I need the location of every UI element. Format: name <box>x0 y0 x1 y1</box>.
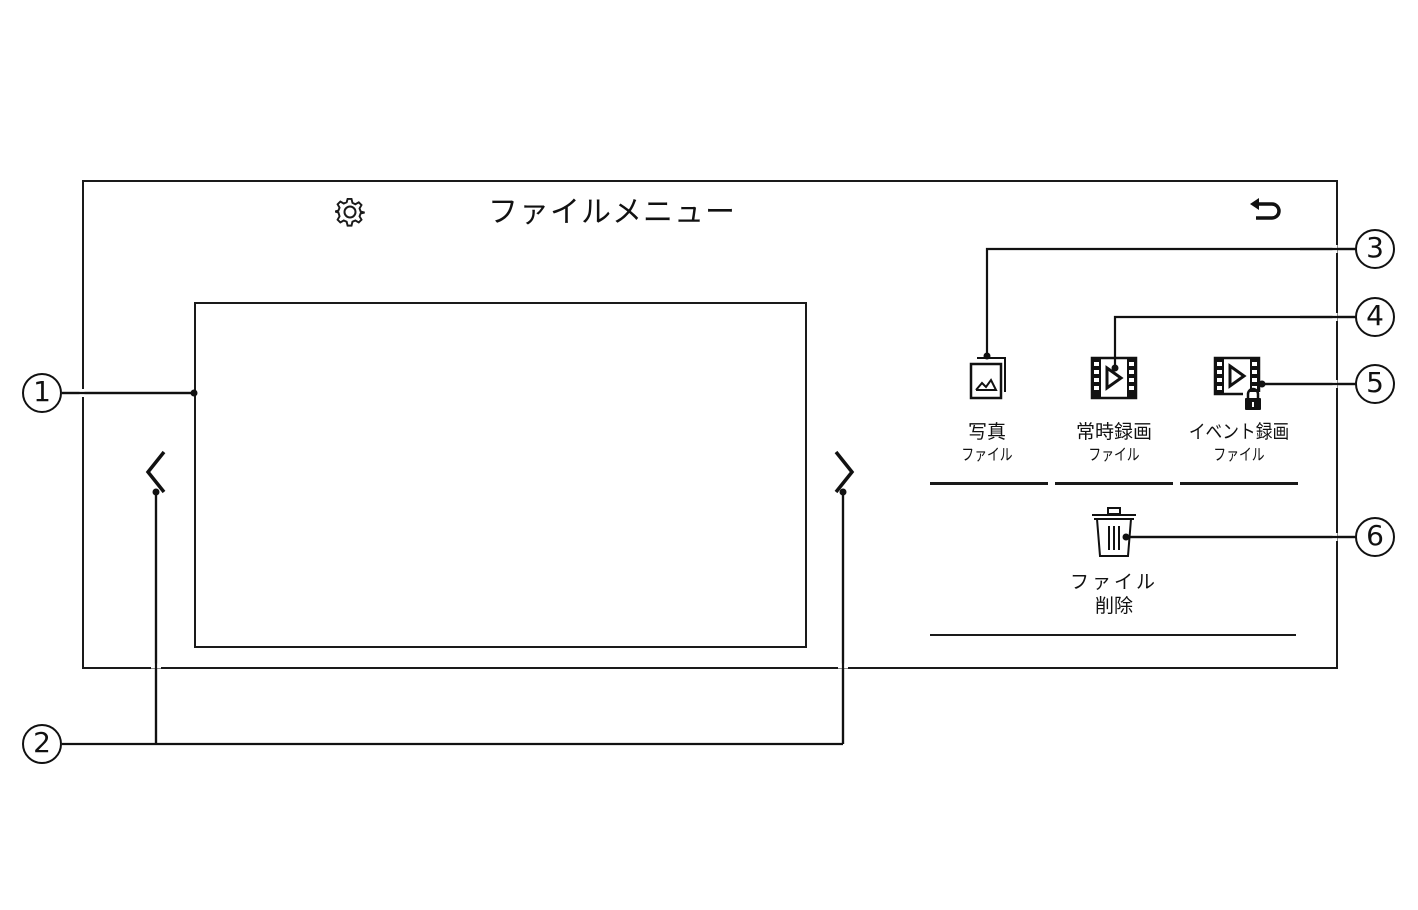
menu-item-label: ファイル <box>1069 571 1158 593</box>
callout-1: 1 <box>22 373 62 413</box>
gear-icon[interactable] <box>331 197 365 227</box>
menu-divider <box>930 482 1048 485</box>
locked-video-file-icon <box>1213 356 1263 410</box>
callout-5: 5 <box>1355 364 1395 404</box>
callout-2: 2 <box>22 724 62 764</box>
video-file-icon <box>1090 356 1138 400</box>
menu-item-label: 常時録画 <box>1075 421 1152 443</box>
screen-frame <box>82 180 1338 669</box>
menu-item-label: 写真 <box>967 421 1006 443</box>
menu-item-event-recording[interactable]: イベント録画 ファイル <box>1180 356 1298 466</box>
menu-item-sublabel: 削除 <box>1094 595 1133 617</box>
menu-divider <box>1180 482 1298 485</box>
chevron-right-icon[interactable] <box>830 450 858 496</box>
callout-3: 3 <box>1355 229 1395 269</box>
preview-area[interactable] <box>194 302 807 648</box>
callout-4: 4 <box>1355 297 1395 337</box>
menu-item-sublabel: ファイル <box>1088 445 1140 464</box>
chevron-left-icon[interactable] <box>142 450 170 496</box>
back-arrow-icon[interactable] <box>1248 196 1288 226</box>
menu-item-continuous-recording[interactable]: 常時録画 ファイル <box>1055 356 1173 466</box>
menu-divider <box>1055 482 1173 485</box>
menu-item-sublabel: ファイル <box>1213 445 1265 464</box>
menu-item-label: イベント録画 <box>1188 421 1290 443</box>
page-title: ファイルメニュー <box>488 195 736 230</box>
menu-item-sublabel: ファイル <box>961 445 1013 464</box>
callout-6: 6 <box>1355 517 1395 557</box>
menu-divider <box>930 634 1296 636</box>
